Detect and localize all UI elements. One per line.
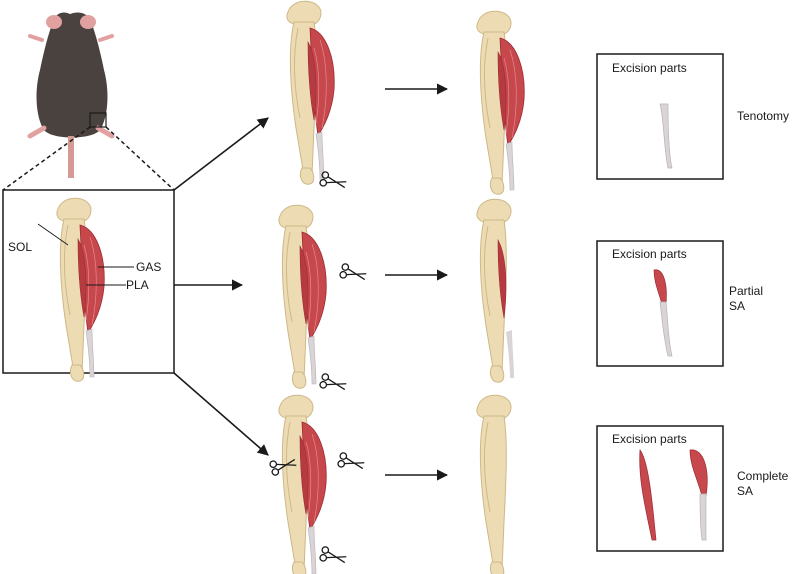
- zoom-lines: [2, 126, 175, 191]
- excised-gastrocnemius: [689, 449, 708, 497]
- leg-before-complete: [278, 394, 327, 574]
- gas-label: GAS: [136, 260, 161, 274]
- row-label-line: Partial: [729, 284, 763, 298]
- arrow-icon: [173, 372, 269, 456]
- leg-after-complete: [476, 394, 512, 574]
- row-label-line: SA: [729, 299, 745, 313]
- excision-box-2: [596, 240, 724, 367]
- excision-box-3-title: Excision parts: [612, 432, 687, 446]
- excision-box-2-title: Excision parts: [612, 247, 687, 261]
- row-label-line: Complete: [737, 469, 789, 483]
- row-label-tenotomy: Tenotomy: [737, 109, 789, 123]
- hindlimb-illustration: [56, 197, 105, 382]
- anatomy-panel: [2, 189, 175, 374]
- arrow-icon: [173, 117, 269, 191]
- leg-before-partial: [278, 204, 327, 389]
- excision-box-1: [596, 53, 724, 180]
- sol-label: SOL: [8, 240, 32, 254]
- pla-label: PLA: [126, 278, 149, 292]
- excised-tendon: [659, 103, 673, 169]
- excised-gastrocnemius: [653, 269, 667, 305]
- zoom-box: [89, 112, 107, 128]
- row-label-partial-sa: Partial SA: [729, 284, 766, 313]
- row-label-line: SA: [737, 484, 753, 498]
- leg-before-tenotomy: [286, 0, 335, 185]
- leg-after-partial: [476, 198, 514, 383]
- scissors-icon: [318, 372, 349, 395]
- scissors-icon: [318, 545, 349, 568]
- row-label-line: Tenotomy: [737, 109, 789, 123]
- row-label-complete-sa: Complete SA: [737, 469, 792, 498]
- scissors-icon: [336, 451, 367, 474]
- scissors-icon: [338, 262, 369, 285]
- leg-after-tenotomy: [476, 10, 525, 195]
- excision-box-3: [596, 425, 724, 552]
- excised-tendon: [699, 493, 707, 541]
- excised-soleus: [639, 449, 657, 541]
- excised-tendon: [659, 301, 673, 357]
- excision-box-1-title: Excision parts: [612, 61, 687, 75]
- mouse-illustration: [27, 12, 115, 178]
- sol-leader: [37, 223, 69, 246]
